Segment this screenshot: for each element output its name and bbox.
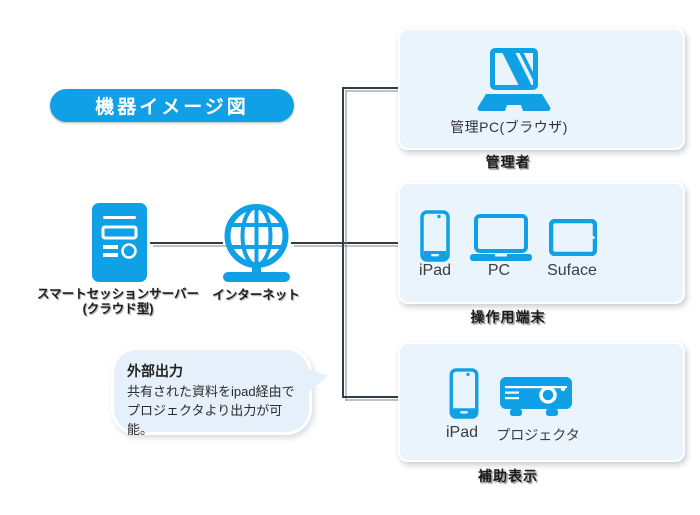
globe-network-icon bbox=[223, 204, 290, 282]
group-box-auxiliary: iPad プロジェクタ bbox=[398, 342, 685, 462]
connector-branch-bottom bbox=[343, 396, 398, 398]
laptop-outline-icon bbox=[470, 214, 532, 261]
bubble-line2: プロジェクタより出力が可能。 bbox=[127, 402, 283, 437]
connector-server-internet bbox=[150, 242, 223, 244]
admin-pc-label: 管理PC(ブラウザ) bbox=[450, 119, 568, 135]
smartphone-outline-icon bbox=[449, 368, 479, 419]
caption-terminals: 操作用端末 bbox=[470, 309, 546, 325]
aux-label-ipad: iPad bbox=[445, 424, 479, 441]
connector-branch-top bbox=[343, 87, 398, 89]
aux-label-projector: プロジェクタ bbox=[496, 427, 580, 443]
server-label-line2: (クラウド型) bbox=[82, 302, 154, 316]
bubble-title: 外部出力 bbox=[127, 363, 183, 379]
server-label: スマートセッションサーバー (クラウド型) bbox=[18, 287, 218, 317]
caption-auxiliary: 補助表示 bbox=[478, 468, 538, 484]
server-tower-icon bbox=[92, 203, 147, 282]
smartphone-outline-icon bbox=[420, 210, 450, 262]
group-box-terminals: iPad PC Suface bbox=[398, 182, 685, 304]
bubble-line1: 共有された資料をipad経由で bbox=[127, 384, 295, 399]
connector-internet-trunk bbox=[291, 242, 398, 244]
connector-trunk-vertical bbox=[342, 87, 344, 398]
terminal-label-surface: Suface bbox=[547, 262, 597, 279]
diagram-title-badge: 機器イメージ図 bbox=[50, 89, 294, 122]
terminal-label-pc: PC bbox=[487, 262, 511, 279]
server-label-line1: スマートセッションサーバー bbox=[36, 287, 199, 301]
bubble-tail bbox=[309, 369, 328, 392]
group-box-admin: 管理PC(ブラウザ) bbox=[398, 28, 685, 150]
terminal-label-ipad: iPad bbox=[418, 262, 452, 279]
laptop-solid-icon bbox=[477, 48, 551, 111]
external-output-bubble: 外部出力 共有された資料をipad経由で プロジェクタより出力が可能。 bbox=[111, 347, 312, 437]
internet-label: インターネット bbox=[212, 288, 300, 302]
diagram-title: 機器イメージ図 bbox=[95, 97, 249, 118]
tablet-outline-icon bbox=[549, 219, 597, 256]
projector-icon bbox=[500, 377, 572, 416]
caption-admin: 管理者 bbox=[485, 154, 531, 170]
